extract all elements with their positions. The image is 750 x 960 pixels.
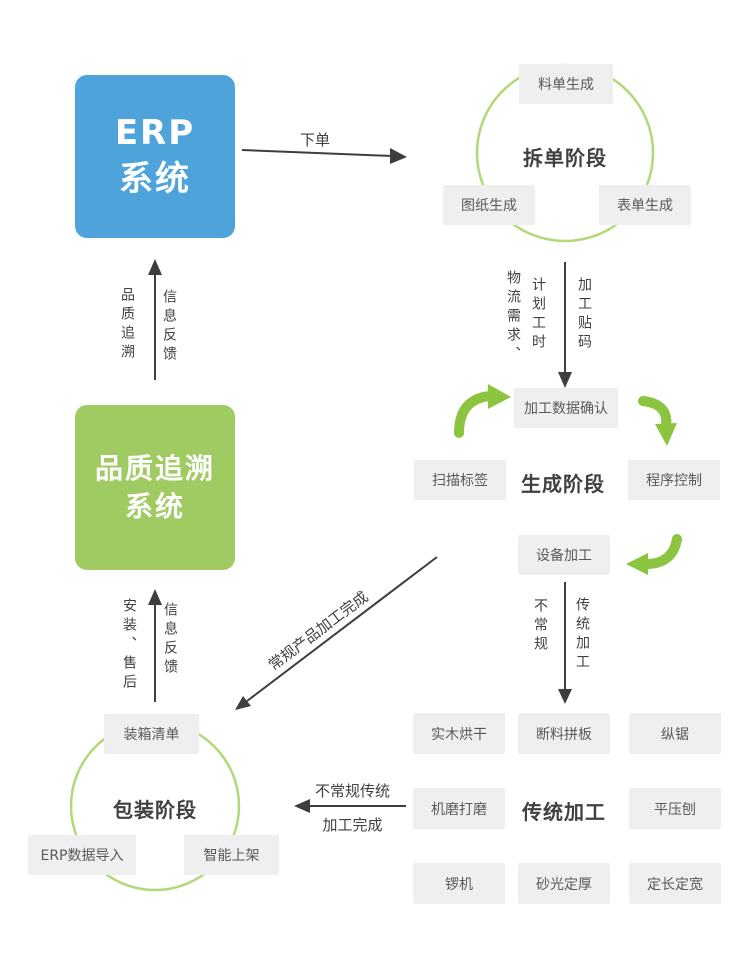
arrow-packaging-to-quality <box>148 589 162 702</box>
arrow-conventional-diagonal <box>235 556 438 710</box>
label-nonconv-done-line2: 加工完成 <box>322 816 383 834</box>
erp-system-node: ERP 系统 <box>75 75 235 238</box>
box-erp-data-import: ERP数据导入 <box>28 835 136 875</box>
label-planned-hours: 计划工时 <box>530 277 546 353</box>
arrow-traditional-to-packaging <box>294 799 406 813</box>
stage-title-traditional: 传统加工 <box>522 800 606 824</box>
label-process-coding: 加工贴码 <box>576 277 592 353</box>
erp-system-label-line1: ERP <box>114 112 196 153</box>
label-traditional-processing: 传统加工 <box>574 597 590 673</box>
box-rip-saw: 纵锯 <box>629 713 721 754</box>
box-smart-shelving: 智能上架 <box>184 835 279 875</box>
label-nonconv-done-line1: 不常规传统 <box>314 782 390 800</box>
stage-title-split: 拆单阶段 <box>523 146 607 170</box>
box-planer: 平压刨 <box>629 788 721 829</box>
box-drawing-gen: 图纸生成 <box>443 185 535 225</box>
arrow-quality-to-erp <box>148 259 162 380</box>
box-form-gen: 表单生成 <box>599 185 691 225</box>
label-info-feedback-packaging: 信息反馈 <box>162 602 178 678</box>
label-install-aftersales: 安装、售后 <box>121 598 137 693</box>
label-logistics-demand: 物流需求、 <box>505 270 521 365</box>
arrow-split-to-confirm <box>558 262 572 388</box>
box-scan-label: 扫描标签 <box>414 460 506 500</box>
stage-title-generate: 生成阶段 <box>521 472 605 496</box>
stage-title-packaging: 包装阶段 <box>113 798 197 822</box>
box-router: 锣机 <box>413 863 505 904</box>
erp-system-label-line2: 系统 <box>119 158 191 199</box>
box-material-list: 料单生成 <box>519 64 613 104</box>
quality-system-label-line1: 品质追溯 <box>94 451 215 485</box>
arrow-equipment-to-traditional <box>558 582 572 704</box>
box-process-data-confirm: 加工数据确认 <box>514 388 618 428</box>
order-arrow <box>241 148 407 164</box>
box-fixed-length-width: 定长定宽 <box>629 863 721 904</box>
generate-cycle-arrow-right <box>638 396 677 446</box>
generate-cycle-arrow-bottom <box>626 534 682 575</box>
label-place-order: 下单 <box>299 131 330 149</box>
box-solid-wood-drying: 实木烘干 <box>413 713 505 754</box>
box-packing-list: 装箱清单 <box>104 714 199 754</box>
quality-system-label-line2: 系统 <box>124 489 185 523</box>
box-program-control: 程序控制 <box>628 460 720 500</box>
label-info-feedback-erp: 信息反馈 <box>161 289 177 365</box>
label-quality-trace: 品质追溯 <box>119 287 135 363</box>
label-non-conventional: 不常规 <box>532 598 548 655</box>
box-equipment-processing: 设备加工 <box>518 535 610 575</box>
box-sanding-thickness: 砂光定厚 <box>518 863 610 904</box>
box-cutting-splicing: 断料拼板 <box>518 713 610 754</box>
box-machine-grinding: 机磨打磨 <box>413 788 505 829</box>
generate-cycle-arrow-left <box>454 384 511 438</box>
quality-trace-system-node: 品质追溯 系统 <box>75 405 235 570</box>
